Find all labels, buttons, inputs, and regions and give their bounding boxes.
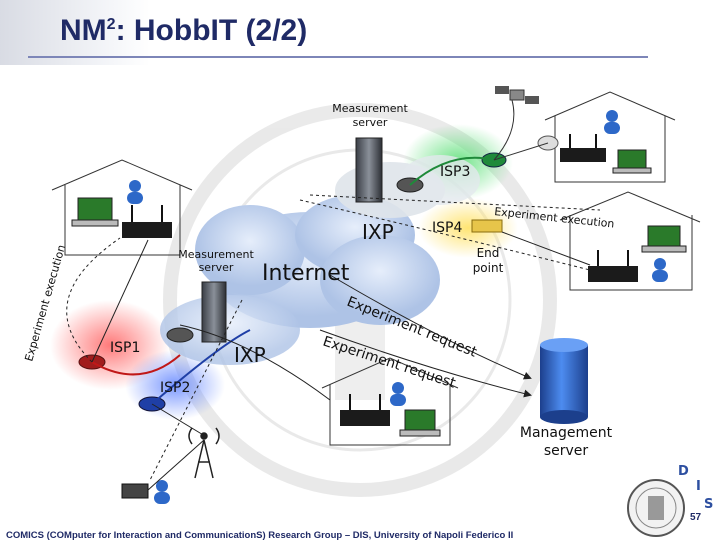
user-icon (390, 382, 406, 406)
title-background (0, 0, 150, 65)
isp1-label: ISP1 (110, 340, 140, 356)
user-icon (127, 180, 143, 204)
logo-letter-i: I (696, 479, 701, 494)
laptop-icon (641, 225, 687, 253)
internet-label: Internet (262, 261, 350, 286)
laptop-icon (71, 197, 119, 227)
laptop-icon (612, 149, 652, 174)
management-server-label-line1: Management (520, 425, 613, 441)
house-top-right (544, 91, 676, 183)
measurement-server-top-label-line2: server (353, 116, 388, 129)
mobile-device-icon (121, 483, 149, 499)
internet-cloud (160, 155, 480, 365)
wifi-router-icon (340, 394, 390, 426)
user-icon (154, 480, 170, 504)
ixp-bottom-label: IXP (234, 343, 266, 367)
laptop-icon (399, 409, 441, 437)
measurement-server-left-icon (201, 281, 227, 343)
isp4-glow (418, 198, 518, 258)
wifi-router-icon (588, 250, 638, 282)
satellite-icon (495, 86, 539, 104)
measurement-server-left-label-line2: server (199, 261, 234, 274)
wifi-router-icon (122, 205, 172, 238)
management-server-icon (540, 338, 588, 424)
dis-university-logo: D I S (627, 464, 713, 537)
wifi-router-icon (560, 134, 606, 162)
router-ixp-left-icon (166, 327, 194, 343)
measurement-server-left-label-line1: Measurement (178, 248, 254, 261)
antenna-tower-icon (188, 427, 220, 479)
isp4-label: ISP4 (432, 220, 462, 236)
measurement-server-top-label-line1: Measurement (332, 102, 408, 115)
end-point-label-line2: point (473, 261, 504, 275)
user-icon (604, 110, 620, 134)
ixp-top-label: IXP (362, 220, 394, 244)
user-icon (652, 258, 668, 282)
logo-letter-s: S (704, 497, 713, 512)
end-point-label-line1: End (477, 246, 500, 260)
isp3-label: ISP3 (440, 164, 470, 180)
house-left (51, 159, 193, 256)
network-links (66, 99, 601, 491)
measurement-server-top-icon (355, 137, 383, 203)
house-bottom (321, 357, 459, 446)
house-right (559, 191, 701, 291)
isp2-label: ISP2 (160, 380, 190, 396)
slide-title: NM2: HobbIT (2/2) (60, 14, 308, 47)
logo-letter-d: D (678, 464, 689, 479)
footer-text: COMICS (COMputer for Interaction and Com… (6, 530, 514, 541)
title-underline (28, 56, 648, 58)
page-number: 57 (690, 512, 702, 523)
end-point-icon (471, 219, 503, 233)
management-server-label-line2: server (544, 443, 589, 459)
